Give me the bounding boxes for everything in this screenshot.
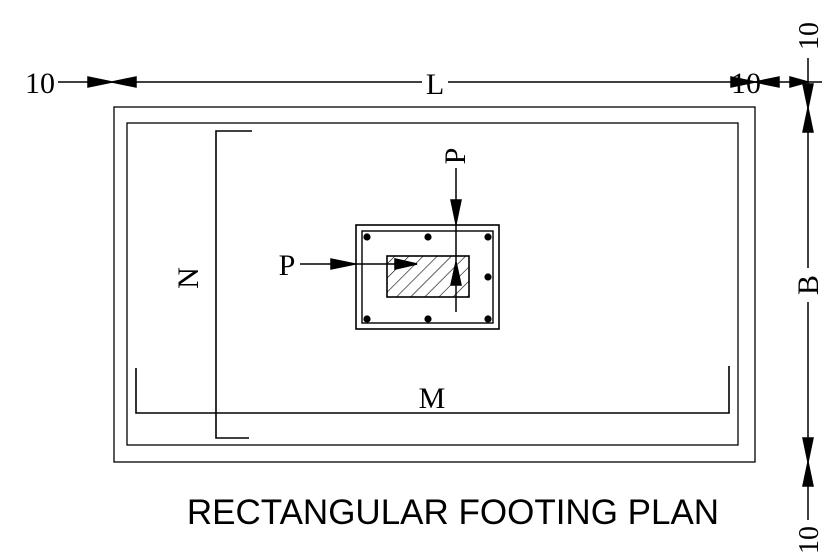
load-p-vertical-arrow	[450, 168, 462, 312]
dim-width-label: B	[792, 275, 823, 295]
dim-offset-right-label: 10	[731, 67, 761, 100]
load-p-horizontal-arrow	[300, 258, 418, 270]
load-p-horizontal-label: P	[279, 249, 296, 282]
rebar-dot	[363, 315, 371, 323]
rebar-m-label: M	[419, 382, 446, 415]
dim-offset-bottom-label: 10	[794, 526, 823, 554]
footing-outer-outline	[113, 106, 756, 463]
dim-offset-top-label: 10	[794, 22, 823, 50]
load-p-vertical-label: P	[439, 148, 472, 165]
rebar-dot	[484, 315, 492, 323]
pedestal-outer	[355, 224, 500, 330]
rebar-dot	[424, 315, 432, 323]
rebar-n	[215, 130, 252, 439]
pedestal-inner	[361, 230, 494, 324]
rebar-dot	[363, 233, 371, 241]
rebar-dot	[424, 233, 432, 241]
length-dimension	[58, 76, 822, 88]
rebar-n-label: N	[172, 267, 205, 289]
dim-offset-left-label: 10	[25, 67, 55, 100]
footing-inner-outline	[126, 122, 739, 446]
dim-length-label: L	[426, 68, 444, 101]
rebar-m	[135, 366, 730, 414]
rebar-dot	[484, 273, 492, 281]
width-dimension	[802, 58, 814, 520]
drawing-title: RECTANGULAR FOOTING PLAN	[187, 493, 719, 532]
rebar-dot	[484, 233, 492, 241]
pedestal-rebar-dots	[363, 233, 492, 323]
